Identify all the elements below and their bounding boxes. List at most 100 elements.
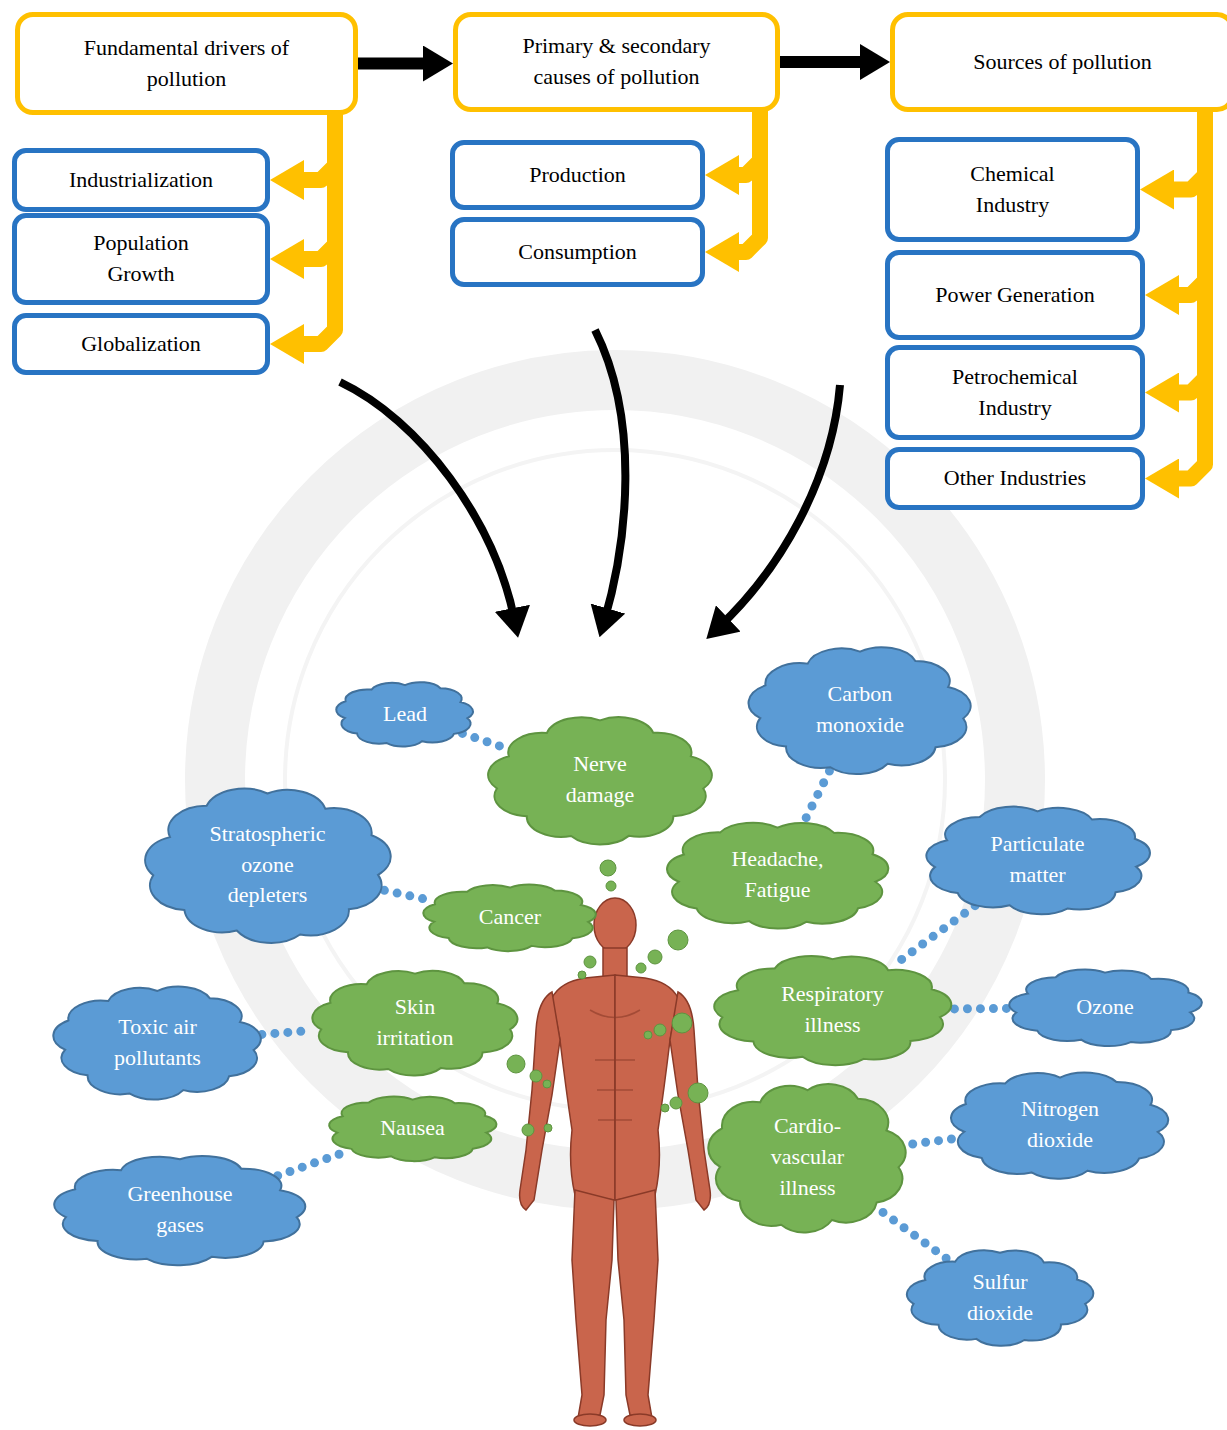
node-label: Cancer: [479, 902, 541, 933]
cause-box: Globalization: [12, 313, 270, 375]
pollutant-cloud: Sulfur dioxide: [900, 1245, 1100, 1350]
node-label: Ozone: [1076, 992, 1133, 1023]
pollutant-cloud: Nitrogen dioxide: [940, 1065, 1180, 1185]
flow-connector: [290, 112, 335, 344]
cloud-shape: [900, 1245, 1100, 1350]
thought-dot: [530, 1070, 542, 1082]
thought-dot: [654, 1024, 666, 1036]
cloud-outline: [667, 823, 888, 929]
health-effect-cloud: Cardio-vascular illness: [700, 1075, 915, 1240]
thought-dot: [544, 1124, 552, 1132]
node-label: Toxic air pollutants: [108, 1012, 208, 1074]
figure-foot: [574, 1414, 606, 1426]
thought-trail: [278, 1151, 349, 1176]
node-label: Lead: [383, 699, 427, 730]
cloud-outline: [145, 789, 391, 943]
cloud-outline: [708, 1084, 905, 1232]
thought-trail: [907, 1139, 952, 1145]
node-label: Greenhouse gases: [120, 1179, 240, 1241]
flow-arrow: [340, 382, 515, 622]
node-label: Production: [529, 160, 626, 191]
cause-box: Production: [450, 140, 705, 210]
thought-dot: [606, 881, 616, 891]
node-label: Primary & secondary causes of pollution: [502, 31, 732, 93]
node-label: Power Generation: [935, 280, 1094, 311]
thought-dot: [644, 1031, 652, 1039]
node-label: Sulfur dioxide: [958, 1267, 1043, 1329]
health-effect-cloud: Skin irritation: [305, 965, 525, 1080]
cloud-outline: [714, 956, 951, 1065]
connectors: [262, 62, 1205, 1258]
node-label: Industrialization: [69, 165, 213, 196]
cloud-outline: [336, 682, 473, 746]
thought-dot: [600, 860, 616, 876]
pollutant-cloud: Stratospheric ozone depleters: [135, 780, 400, 950]
figure-leg: [572, 1190, 614, 1418]
health-effect-cloud: Cancer: [415, 880, 605, 955]
flow-connector: [1165, 109, 1205, 479]
cloud-outline: [54, 1156, 305, 1265]
thought-trail: [804, 771, 829, 822]
thought-trail: [384, 890, 432, 900]
health-effect-cloud: Nausea: [320, 1092, 505, 1165]
flow-arrow: [718, 385, 840, 628]
thought-dot: [672, 1013, 692, 1033]
node-label: Respiratory illness: [775, 979, 890, 1041]
node-label: Fundamental drivers of pollution: [57, 33, 317, 95]
cloud-shape: [705, 950, 960, 1070]
cause-box: Consumption: [450, 217, 705, 287]
thought-dot: [661, 1104, 669, 1112]
cloud-shape: [45, 980, 270, 1105]
thought-trail: [462, 733, 503, 747]
cloud-shape: [45, 1150, 315, 1270]
cause-box: Power Generation: [885, 250, 1145, 340]
cloud-shape: [480, 710, 720, 850]
figure-half: [520, 975, 615, 1426]
figure-head: [594, 898, 636, 952]
figure-foot: [624, 1414, 656, 1426]
thought-dot: [578, 971, 586, 979]
header-box: Sources of pollution: [890, 12, 1227, 112]
thought-dot: [584, 956, 596, 968]
node-label: Nitrogen dioxide: [1013, 1094, 1108, 1156]
cloud-outline: [951, 1072, 1168, 1178]
cloud-outline: [312, 971, 517, 1076]
thought-trail: [262, 1030, 313, 1034]
pollutant-cloud: Toxic air pollutants: [45, 980, 270, 1105]
cloud-shape: [940, 1065, 1180, 1185]
node-label: Headache, Fatigue: [723, 844, 833, 906]
health-effect-cloud: Respiratory illness: [705, 950, 960, 1070]
cloud-shape: [740, 640, 980, 780]
cloud-outline: [926, 807, 1150, 915]
pollutant-cloud: Lead: [330, 678, 480, 750]
figure-leg: [616, 1190, 658, 1418]
figure-half: [615, 975, 710, 1426]
thought-trail: [879, 1210, 946, 1259]
pollutant-cloud: Ozone: [1000, 965, 1210, 1050]
node-label: Chemical Industry: [948, 159, 1078, 221]
header-box: Fundamental drivers of pollution: [15, 12, 358, 115]
cause-box: Petrochemical Industry: [885, 345, 1145, 440]
flow-connector: [725, 109, 760, 252]
node-label: Cardio-vascular illness: [763, 1111, 853, 1203]
flow-arrow: [595, 330, 625, 622]
node-label: Nausea: [380, 1113, 445, 1144]
figure-torso: [552, 975, 615, 1200]
figure-neck: [603, 948, 627, 978]
cloud-outline: [907, 1250, 1093, 1346]
health-effect-cloud: Headache, Fatigue: [655, 815, 900, 935]
cloud-outline: [423, 885, 595, 952]
header-box: Primary & secondary causes of pollution: [453, 12, 780, 112]
thought-dot: [543, 1080, 551, 1088]
node-label: Stratospheric ozone depleters: [203, 819, 333, 911]
node-label: Sources of pollution: [973, 47, 1151, 78]
health-effect-cloud: Nerve damage: [480, 710, 720, 850]
node-label: Particulate matter: [983, 829, 1093, 891]
thought-dot: [688, 1083, 708, 1103]
cause-box: Population Growth: [12, 213, 270, 305]
cloud-outline: [749, 647, 971, 774]
cloud-outline: [53, 987, 260, 1100]
node-label: Nerve damage: [560, 749, 640, 811]
thought-dot: [670, 1097, 682, 1109]
